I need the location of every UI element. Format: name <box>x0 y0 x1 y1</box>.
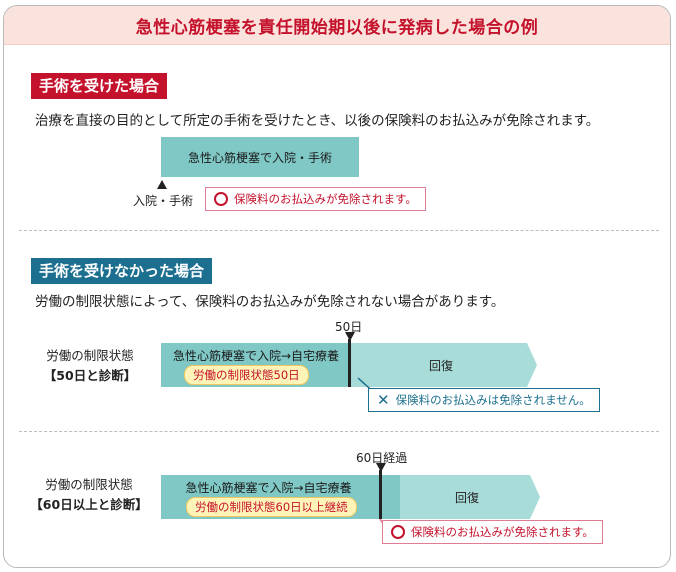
case1-label: 労働の制限状態 【50日と診断】 <box>32 346 148 386</box>
section1-bar-text: 急性心筋梗塞で入院・手術 <box>187 150 332 165</box>
case2-recovery-label: 回復 <box>455 491 480 505</box>
circle-icon <box>214 192 228 206</box>
case1-condition: 労働の制限状態50日 <box>184 365 309 385</box>
marker-triangle-icon <box>376 463 386 472</box>
example-card: 急性心筋梗塞を責任開始期以後に発病した場合の例 手術を受けた場合 治療を直接の目… <box>3 5 671 568</box>
case2-result: 保険料のお払込みが免除されます。 <box>382 520 603 544</box>
section1-bar: 急性心筋梗塞で入院・手術 <box>161 137 359 177</box>
case2-label-line1: 労働の制限状態 <box>45 477 133 492</box>
section2-label: 手術を受けなかった場合 <box>31 258 213 284</box>
case2-label-line2: 【60日以上と診断】 <box>30 497 148 512</box>
case2-timeline-line <box>379 470 382 519</box>
case1-result: ✕ 保険料のお払込みは免除されません。 <box>368 388 600 412</box>
section1-description: 治療を直接の目的として所定の手術を受けたとき、以後の保険料のお払込みが免除されま… <box>35 113 600 129</box>
case2-bar-text: 急性心筋梗塞で入院→自宅療養 <box>185 481 352 495</box>
section1-label: 手術を受けた場合 <box>31 73 168 99</box>
marker-triangle-icon <box>157 180 167 189</box>
case2-label: 労働の制限状態 【60日以上と診断】 <box>24 475 154 515</box>
divider <box>19 431 659 432</box>
section1-result: 保険料のお払込みが免除されます。 <box>205 187 426 211</box>
divider <box>19 230 659 231</box>
case1-result-text: 保険料のお払込みは免除されません。 <box>395 393 591 407</box>
circle-icon <box>391 525 405 539</box>
section1-marker-label: 入院・手術 <box>133 194 194 208</box>
case1-timeline-line <box>348 339 351 387</box>
case2-day-marker: 60日経過 <box>356 451 408 465</box>
case2-condition: 労働の制限状態60日以上継続 <box>186 497 357 517</box>
case1-recovery-arrow <box>351 343 537 387</box>
page-title: 急性心筋梗塞を責任開始期以後に発病した場合の例 <box>135 17 539 38</box>
case1-bar-text: 急性心筋梗塞で入院→自宅療養 <box>172 349 340 363</box>
title-bar: 急性心筋梗塞を責任開始期以後に発病した場合の例 <box>4 6 670 45</box>
case1-label-line1: 労働の制限状態 <box>46 348 134 363</box>
marker-triangle-icon <box>345 332 355 341</box>
section2-description: 労働の制限状態によって、保険料のお払込みが免除されない場合があります。 <box>35 294 505 310</box>
cross-icon: ✕ <box>377 390 390 409</box>
case2-recovery-arrow <box>400 475 540 519</box>
case1-day-marker: 50日 <box>335 320 363 334</box>
case1-recovery-label: 回復 <box>429 359 454 373</box>
case2-result-text: 保険料のお払込みが免除されます。 <box>411 525 594 539</box>
section1-result-text: 保険料のお払込みが免除されます。 <box>234 192 417 206</box>
case1-label-line2: 【50日と診断】 <box>43 368 137 383</box>
